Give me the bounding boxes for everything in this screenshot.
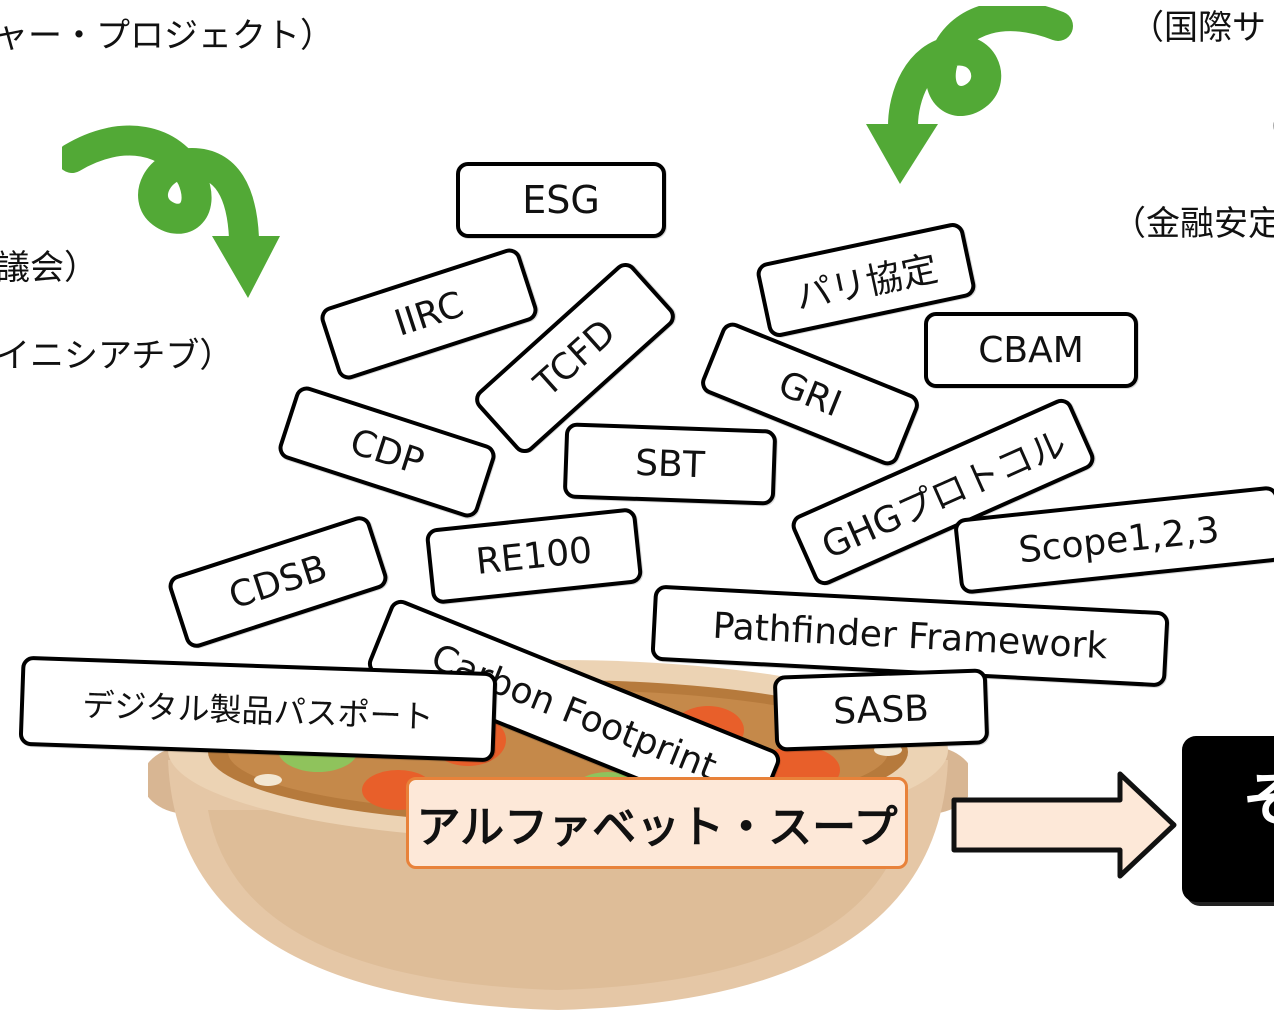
tag-sasb: SASB: [772, 668, 990, 752]
result-box-text: そ: [1242, 766, 1274, 836]
side-text-mid-left-1: 議会）: [0, 248, 98, 288]
right-arrow-icon: [951, 771, 1177, 879]
curved-arrow-right-icon: [866, 6, 1073, 184]
tag-cbam: CBAM: [924, 312, 1138, 388]
tag-digital-product-passport: デジタル製品パスポート: [18, 655, 498, 763]
tag-sbt: SBT: [562, 422, 778, 506]
curved-arrow-left-icon: [62, 125, 280, 298]
tag-cdsb: CDSB: [165, 513, 391, 651]
side-text-top-left: ャー・プロジェクト）: [0, 16, 334, 56]
soup-label: アルファベット・スープ: [406, 777, 908, 869]
tag-cdp: CDP: [275, 383, 499, 521]
side-text-right-2: （: [1250, 100, 1274, 149]
tag-iirc: IIRC: [317, 245, 541, 383]
tag-esg: ESG: [456, 162, 666, 238]
side-text-right-3: （金融安定: [1112, 204, 1274, 244]
side-text-mid-left-2: イニシアチブ）: [0, 336, 234, 376]
tag-re100: RE100: [424, 507, 644, 605]
side-text-top-right: （国際サ: [1130, 8, 1266, 48]
result-box: そ: [1182, 736, 1274, 902]
